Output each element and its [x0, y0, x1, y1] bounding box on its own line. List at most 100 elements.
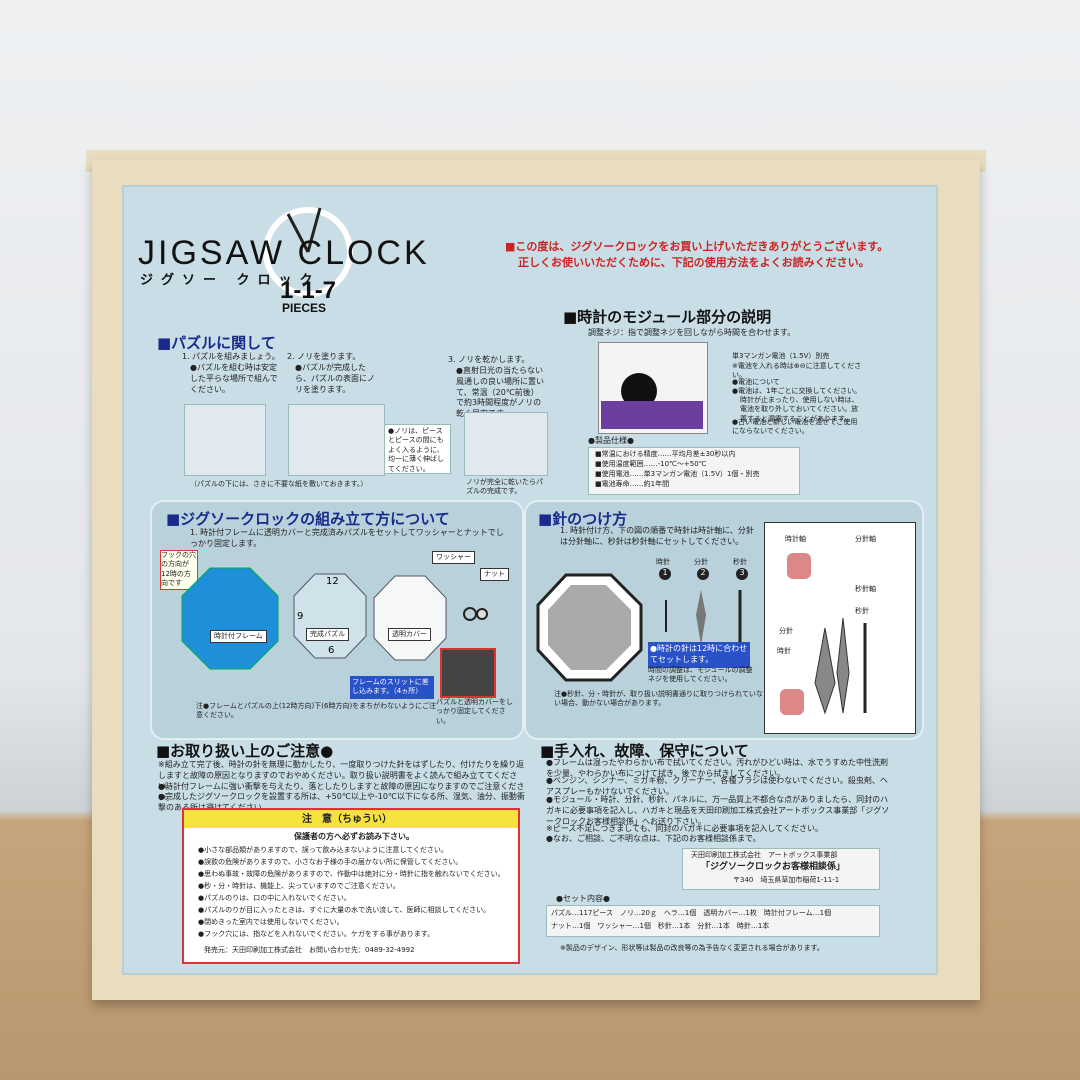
- caution-line: ●秒・分・時針は、機能上、尖っていますのでご注意ください。: [198, 882, 400, 890]
- num-12: 12: [326, 576, 339, 587]
- handling-section-title: ■お取り扱い上のご注意●: [156, 742, 334, 760]
- glue-note: ●ノリは、ピースとピースの間にもよく入るように、均一に薄く伸ばしてください。: [388, 427, 444, 473]
- detail-hour-hand: [814, 627, 836, 715]
- assembly-step1: 1. 時計付フレームに透明カバーと完成済みパズルをセットしてワッシャーとナットで…: [190, 528, 504, 548]
- label-washer: ワッシャー: [432, 551, 475, 565]
- puzzle-step2-body: ●パズルが完成したら、パズルの表面にノリを塗ります。: [295, 363, 375, 394]
- footer-note: ※製品のデザイン、形状等は製品の改良等の為予告なく変更される場合があります。: [560, 944, 824, 952]
- module-section-title: ■時計のモジュール部分の説明: [563, 308, 772, 326]
- label-hour-hand: 時針: [777, 647, 791, 655]
- fix-illustration: [440, 648, 496, 698]
- handling-body-3: ●完成したジグソークロックを設置する所は、+50℃以上や-10℃以下になる所、湿…: [158, 792, 525, 812]
- label-cover: 透明カバー: [388, 628, 431, 642]
- battery-note-1: ※電池を入れる時は⊕⊖に注意してください。: [732, 362, 862, 380]
- label-nut: ナット: [480, 568, 509, 582]
- caution-box: 注 意（ちゅうい） 保護者の方へ必ずお読み下さい。 ●小さな部品類がありますので…: [182, 808, 520, 964]
- support-address: 〒340 埼玉県草加市稲荷1-11-1: [733, 876, 840, 884]
- spec-row: ■常温における精度……平均月差±30秒以内: [595, 450, 736, 458]
- battery-note-2: ●電池について: [732, 378, 780, 386]
- caution-line: ●パズルのりが目に入ったときは、すぐに大量の水で洗い流して、医師に相談してくださ…: [198, 906, 491, 914]
- set-contents-title: ●セット内容●: [556, 894, 610, 903]
- clock-frame-octagon: [181, 567, 279, 670]
- axis-hour-label: 時計軸: [785, 535, 806, 543]
- drying-illustration: [464, 412, 548, 476]
- battery-note-4: 時計が止まったり、使用しない時は、電池を取り外しておいてください。放置すると漏電…: [740, 396, 859, 423]
- fix-note: パズルと透明カバーをしっかり固定してください。: [436, 698, 513, 725]
- puzzle-step1-title: 1. パズルを組みましょう。: [182, 352, 280, 361]
- hands-warn-note: 注●秒針、分・時針が、取り扱い説明書通りに取りつけられていない場合、動かない場合…: [554, 690, 763, 708]
- logo-title: JIGSAW CLOCK: [138, 234, 430, 272]
- caution-header: [184, 810, 518, 828]
- spec-table: ■常温における精度……平均月差±30秒以内 ■使用温度範囲……-10℃〜+50℃…: [588, 447, 800, 495]
- hands-label-hour: 時針: [656, 558, 670, 566]
- battery-title: 単3マンガン電池（1.5V）別売: [732, 352, 830, 360]
- clock-face-puzzle: [548, 585, 631, 670]
- label-second-hand: 秒針: [855, 607, 869, 615]
- logo-pieces: PIECES: [282, 301, 326, 315]
- detail-minute-hand: [836, 617, 850, 714]
- hands-detail-box: 時計軸 分針軸 秒針軸 秒針 分針 時針: [764, 522, 916, 734]
- hands-num-2: 2: [697, 568, 709, 580]
- washer-ring: [463, 607, 477, 621]
- thanks-line-1: ■この度は、ジグソークロックをお買い上げいただきありがとうございます。: [505, 240, 889, 253]
- assembly-caution: 注●フレームとパズルの上(12時方向)下(6時方向)をまちがわないようにご注意く…: [196, 702, 436, 720]
- battery-note-5: ●古い電池と新しい電池を混ぜてご使用にならないでください。: [732, 418, 858, 436]
- slit-note: フレームのスリットに差し込みます。（4ヵ所）: [350, 676, 434, 699]
- spec-row: ■電池寿命……約1年間: [595, 480, 670, 488]
- handling-body-1: ※組み立て完了後、時計の針を無理に動かしたり、一度取りつけた針をはずしたり、付け…: [158, 760, 525, 791]
- label-minute-hand: 分針: [779, 627, 793, 635]
- logo-hand-1: [286, 213, 310, 253]
- caution-title: 注 意（ちゅうい）: [302, 814, 392, 825]
- hands-adjust-note: 時間の調整は、モジュールの調整ネジを使用してください。: [648, 666, 753, 684]
- support-contact-box: 天田印刷加工株式会社 アートボックス事業部 「ジグソークロックお客様相談係」 〒…: [682, 848, 880, 890]
- axis-illustration-bottom: [780, 689, 804, 715]
- num-6: 6: [328, 645, 334, 656]
- care-line: ●ベンジン、シンナー、ミガキ粉、クリーナー、各種ブラシは使わないでください。殺虫…: [546, 776, 888, 796]
- care-line: ●フレームは湿ったやわらかい布で拭いてください。汚れがひどい時は、水でうすめた中…: [546, 758, 889, 778]
- axis-illustration-top: [787, 553, 811, 579]
- hands-step1: 1. 時針付け方、下の図の順番で時針は時計軸に、分針は分針軸に、秒針は秒針軸にセ…: [560, 526, 754, 546]
- puzzle-dry-note: ノリが完全に乾いたらパズルの完成です。: [466, 478, 543, 496]
- care-section-title: ■手入れ、故障、保守について: [540, 742, 749, 760]
- caution-line: ●思わぬ事故・故障の危険がありますので、作動中は絶対に分・時針に指を触れないでく…: [198, 870, 505, 878]
- hands-num-1: 1: [659, 568, 671, 580]
- caution-subtitle: 保護者の方へ必ずお読み下さい。: [294, 832, 414, 841]
- caution-line: ●小さな部品類がありますので、誤って飲み込まないように注意してください。: [198, 846, 448, 854]
- hands-label-minute: 分針: [694, 558, 708, 566]
- puzzle-step2-title: 2. ノリを塗ります。: [287, 352, 361, 361]
- care-line: ●モジュール・時計、分針、秒針、パネルに、万一品質上不都合な点がありましたら、同…: [546, 795, 890, 826]
- module-battery: [601, 401, 703, 429]
- handling-body-2: ●時計付フレームに強い衝撃を与えたり、落としたりしますと故障の原因になりますので…: [158, 782, 525, 802]
- hook-note: フックの穴の方向が12時の方向です: [160, 550, 198, 590]
- axis-minute-label: 分針軸: [855, 535, 876, 543]
- care-line: ●なお、ご相談、ご不明な点は、下記のお客様相談係まで。: [546, 834, 761, 843]
- logo-ring: [263, 207, 353, 297]
- caution-line: ●閉めきった室内では使用しないでください。: [198, 918, 344, 926]
- glue-note-box: ●ノリは、ピースとピースの間にもよく入るように、均一に薄く伸ばしてください。: [384, 424, 451, 474]
- label-puzzle: 完成パズル: [306, 628, 349, 642]
- caution-line: ●パズルのりは、口の中に入れないでください。: [198, 894, 351, 902]
- puzzle-step1-body: ●パズルを組む時は安定した平らな場所で組んでください。: [190, 363, 278, 394]
- support-company: 天田印刷加工株式会社 アートボックス事業部: [691, 851, 838, 859]
- care-line: ※ピース不足につきましても、同封のハガキに必要事項を記入してください。: [546, 824, 823, 833]
- spec-title: ●製品仕様●: [588, 436, 634, 445]
- jigsaw-clock-logo: JIGSAW CLOCK ジグソー クロック 1-1-7 PIECES: [138, 207, 430, 315]
- caution-seller: 発売元：天田印刷加工株式会社 お問い合わせ先：0489-32-4992: [204, 946, 415, 954]
- num-9: 9: [297, 611, 303, 622]
- puzzle-section-title: ■パズルに関して: [157, 334, 276, 352]
- minute-hand-shape: [696, 590, 706, 645]
- hands-section-title: ■針のつけ方: [538, 510, 628, 528]
- logo-hand-2: [306, 207, 322, 253]
- cover-octagon: [373, 575, 447, 661]
- label-frame: 時計付フレーム: [210, 630, 267, 644]
- puzzle-assembly-illustration: [184, 404, 266, 476]
- set-contents-line-2: ナット…1個 ワッシャー…1個 秒針…1本 分針…1本 時針…1本: [551, 922, 770, 930]
- caution-line: ●フック穴には、指などを入れないでください。ケガをする事があります。: [198, 930, 435, 938]
- clock-module: [598, 342, 708, 434]
- puzzle-under-note: （パズルの下には、さきに不要な紙を敷いておきます。）: [190, 480, 368, 488]
- module-knob-note: 調整ネジ：指で調整ネジを回しながら時間を合わせます。: [588, 328, 796, 337]
- spec-row: ■使用温度範囲……-10℃〜+50℃: [595, 460, 707, 468]
- hands-label-second: 秒針: [733, 558, 747, 566]
- set-contents-line-1: パズル…117ピース ノリ…20ｇ ヘラ…1個 透明カバー…1枚 時計付フレーム…: [551, 909, 832, 917]
- spec-row: ■使用電池……単3マンガン電池（1.5V）1個・別売: [595, 470, 760, 478]
